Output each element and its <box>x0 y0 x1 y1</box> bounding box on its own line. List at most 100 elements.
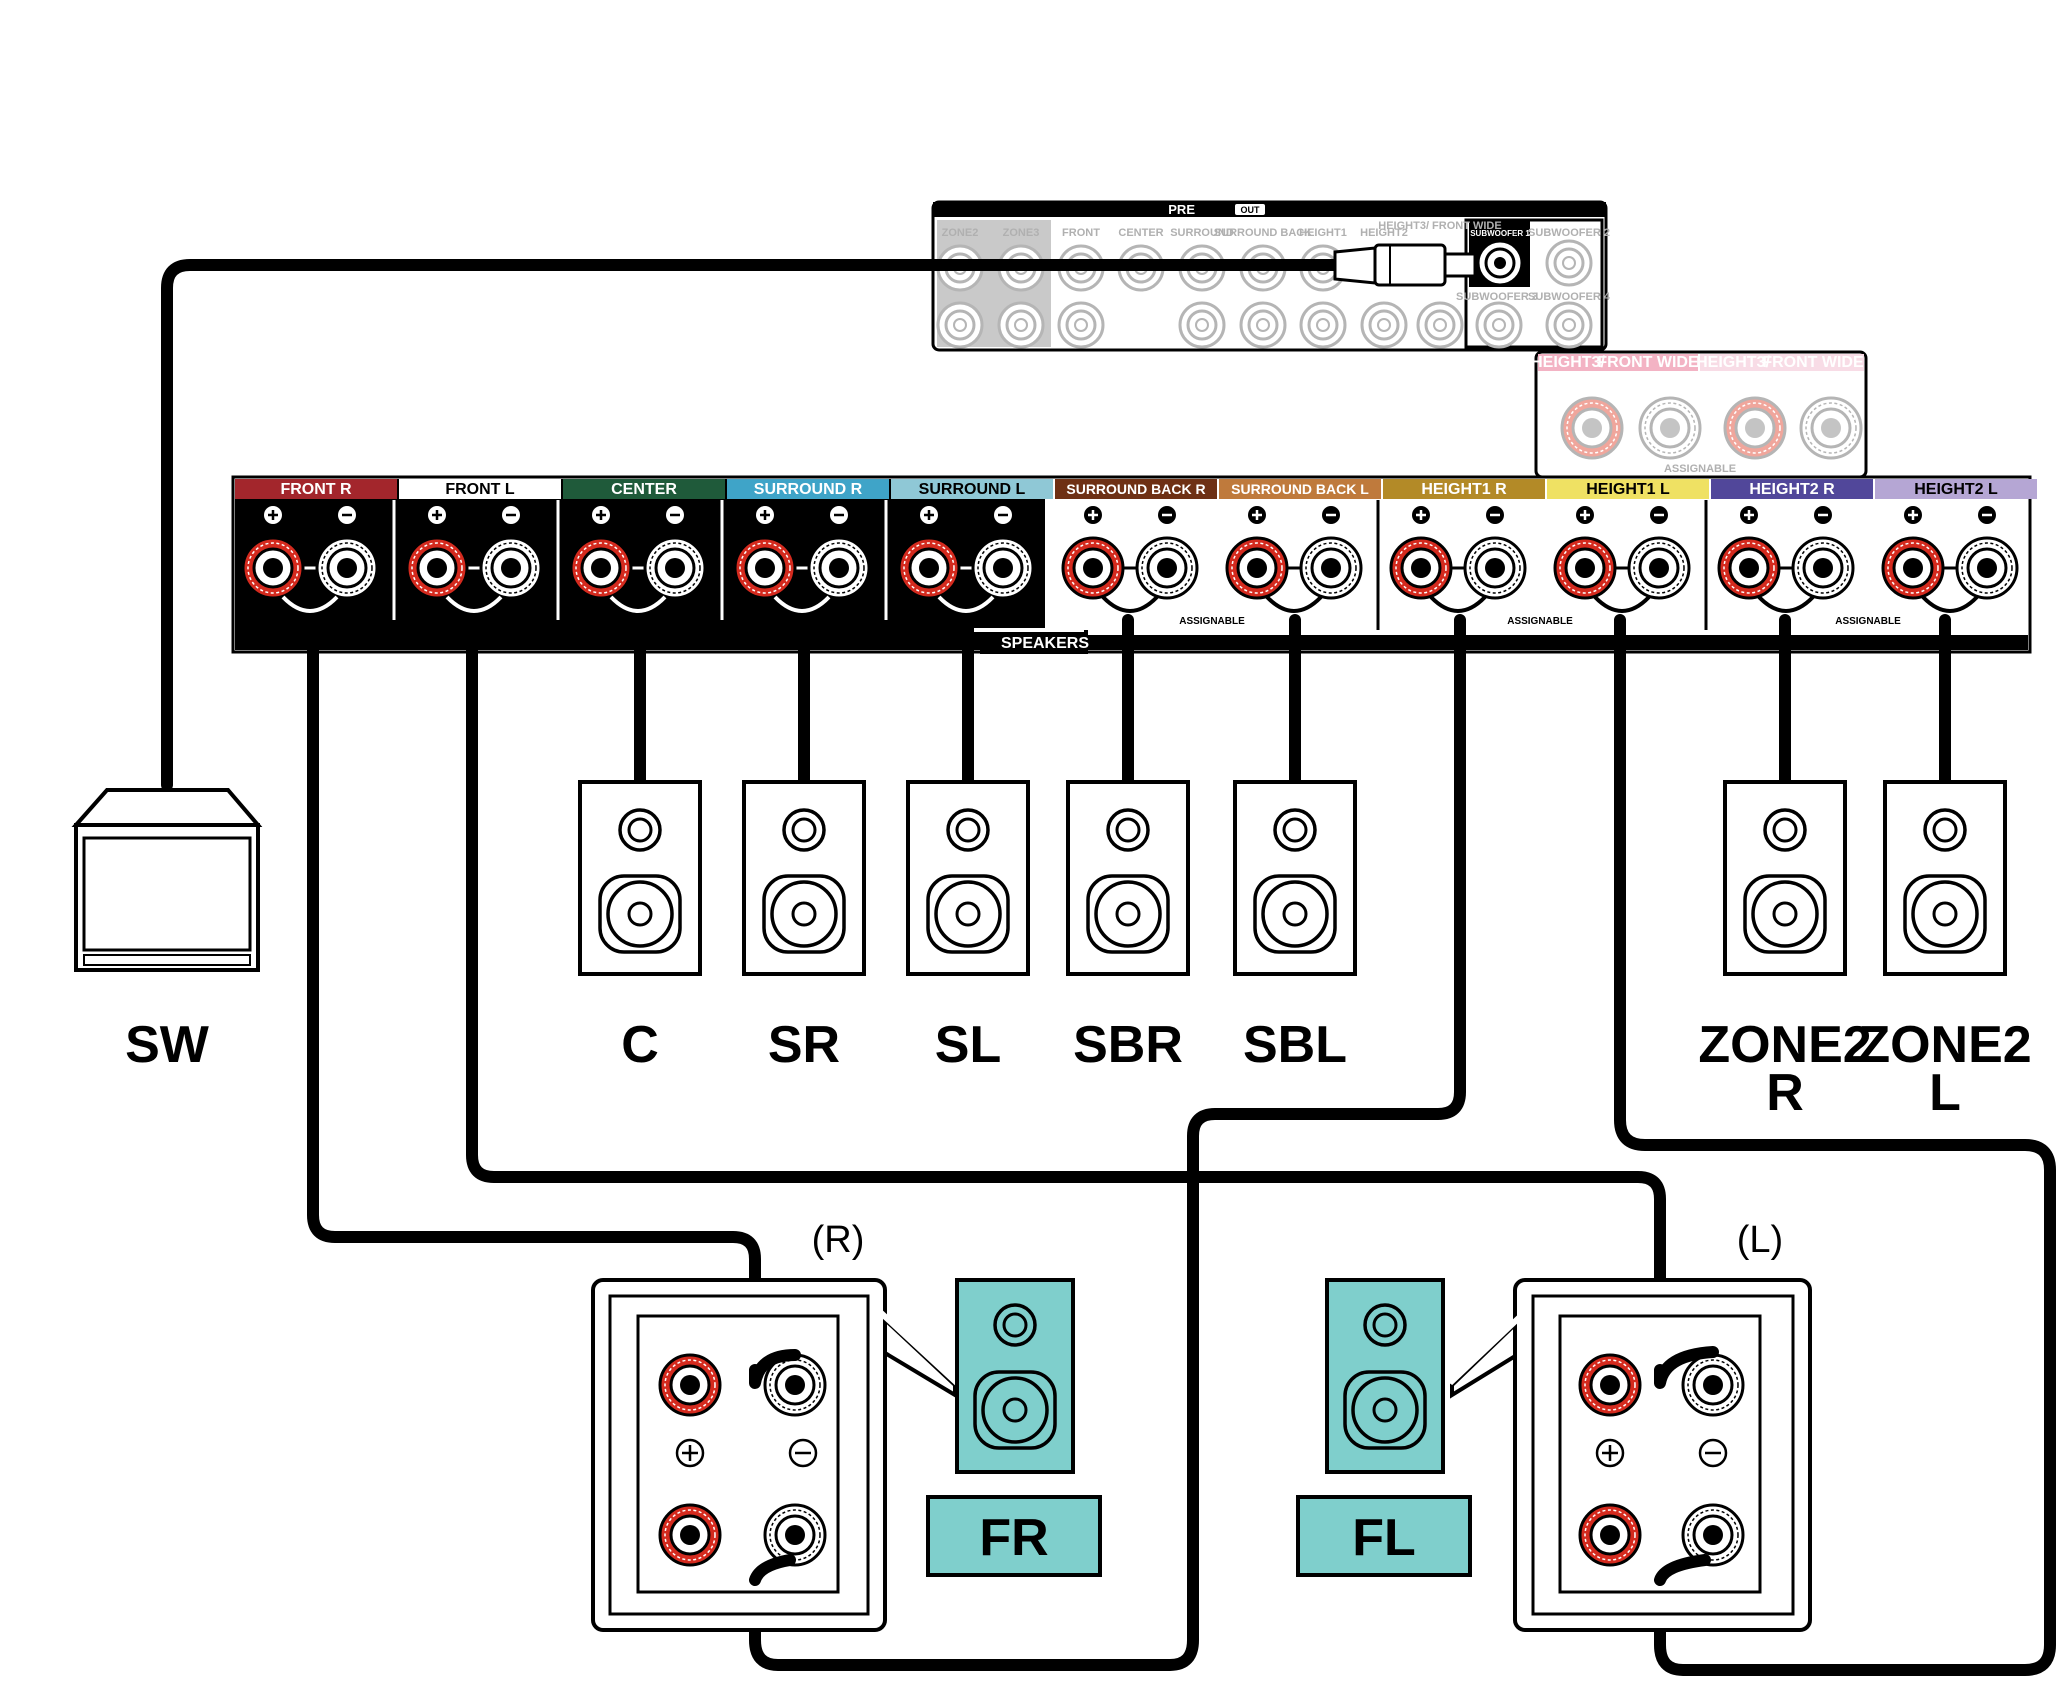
pre-label-sub4: SUBWOOFER 4 <box>1528 291 1611 303</box>
terminal-plus-1[interactable] <box>405 536 469 600</box>
terminal-plus-9[interactable] <box>1717 536 1781 600</box>
channel-header-8 <box>1547 479 1709 499</box>
h3-terminal-plus-r[interactable] <box>1560 396 1624 460</box>
fr-terminal-detail: (R) <box>591 1219 960 1632</box>
pre-jack-height3-bottom[interactable] <box>1416 301 1464 349</box>
speaker-sr <box>742 780 866 976</box>
pre-jack-sback-bottom[interactable] <box>1239 301 1287 349</box>
assignable-label-1: ASSIGNABLE <box>1179 616 1245 627</box>
terminal-minus-10[interactable] <box>1955 536 2019 600</box>
pre-label-front: FRONT <box>1062 227 1100 239</box>
fr-terminal-minus-bottom[interactable] <box>763 1503 827 1567</box>
channel-label-1: FRONT L <box>445 481 515 498</box>
terminal-minus-1[interactable] <box>479 536 543 600</box>
terminal-plus-3[interactable] <box>733 536 797 600</box>
pre-jack-zone2-bottom[interactable] <box>936 301 984 349</box>
h3-terminal-minus-r[interactable] <box>1638 396 1702 460</box>
assignable-label-2: ASSIGNABLE <box>1507 616 1573 627</box>
pre-label-surround: SURROUND <box>1170 227 1234 239</box>
pre-jack-zone3-bottom[interactable] <box>997 301 1045 349</box>
fl-terminal-minus-top[interactable] <box>1681 1353 1745 1417</box>
channel-label-0: FRONT R <box>280 481 352 498</box>
h3-terminal-minus-l[interactable] <box>1799 396 1863 460</box>
pre-jack-height1-bottom[interactable] <box>1299 301 1347 349</box>
terminal-minus-8[interactable] <box>1627 536 1691 600</box>
terminal-plus-2[interactable] <box>569 536 633 600</box>
terminal-plus-7[interactable] <box>1389 536 1453 600</box>
pre-jack-sub1[interactable] <box>1476 239 1524 287</box>
pre-jack-sub4[interactable] <box>1545 301 1593 349</box>
pre-out-panel: PRE OUT ZONE2 ZONE3 FRONT CENTER SURROUN… <box>931 200 1611 352</box>
pre-label-center: CENTER <box>1118 227 1163 239</box>
terminal-plus-5[interactable] <box>1061 536 1125 600</box>
h3-assignable: ASSIGNABLE <box>1664 463 1736 475</box>
speaker-fl <box>1325 1278 1445 1474</box>
terminal-minus-9[interactable] <box>1791 536 1855 600</box>
pre-jack-height2-bottom[interactable] <box>1360 301 1408 349</box>
channel-header-4 <box>891 479 1053 499</box>
rca-plug-icon <box>1333 243 1477 287</box>
channel-header-2 <box>563 479 725 499</box>
wires <box>161 259 2056 1676</box>
plus-icon <box>675 1438 705 1468</box>
speaker-c <box>578 780 702 976</box>
fl-terminal-plus-bottom[interactable] <box>1578 1503 1642 1567</box>
channel-label-7: HEIGHT1 R <box>1421 481 1507 498</box>
terminal-plus-4[interactable] <box>897 536 961 600</box>
speaker-zone2-r <box>1723 780 1847 976</box>
front-l-plus-wire <box>466 614 1666 1376</box>
pre-label-height3: HEIGHT3/ FRONT WIDE <box>1378 220 1501 232</box>
pre-label-sub2: SUBWOOFER 2 <box>1528 227 1610 239</box>
height1-r-wire <box>749 614 1466 1671</box>
channel-label-3: SURROUND R <box>754 481 863 498</box>
speaker-sbr <box>1066 780 1190 976</box>
fr-terminal-plus-bottom[interactable] <box>658 1503 722 1567</box>
channel-label-8: HEIGHT1 L <box>1586 481 1670 498</box>
channel-label-5: SURROUND BACK R <box>1066 481 1205 497</box>
terminal-minus-6[interactable] <box>1299 536 1363 600</box>
terminal-plus-6[interactable] <box>1225 536 1289 600</box>
terminal-plus-0[interactable] <box>241 536 305 600</box>
h3-terminal-plus-l[interactable] <box>1723 396 1787 460</box>
h3-label-2: FRONT WIDE <box>1597 354 1699 371</box>
pre-jack-sub3[interactable] <box>1475 301 1523 349</box>
terminal-minus-4[interactable] <box>971 536 1035 600</box>
channel-header-1 <box>399 479 561 499</box>
channel-header-9 <box>1711 479 1873 499</box>
channel-label-6: SURROUND BACK L <box>1231 481 1369 497</box>
label-sr: SR <box>768 1016 840 1074</box>
subwoofer-icon <box>71 788 263 972</box>
channel-header-7 <box>1383 479 1545 499</box>
label-fl: FL <box>1352 1509 1416 1567</box>
label-sl: SL <box>935 1016 1001 1074</box>
label-sbl: SBL <box>1243 1016 1347 1074</box>
pre-jack-sub2[interactable] <box>1545 239 1593 287</box>
channel-label-10: HEIGHT2 L <box>1914 481 1998 498</box>
speaker-sl <box>906 780 1030 976</box>
front-r-plus-wire <box>307 614 761 1376</box>
label-zone2r-1: ZONE2 <box>1698 1016 1871 1074</box>
pre-label-zone2: ZONE2 <box>942 227 979 239</box>
pre-jack-front-bottom[interactable] <box>1057 301 1105 349</box>
minus-icon <box>788 1438 818 1468</box>
speaker-fr <box>955 1278 1075 1474</box>
terminal-plus-10[interactable] <box>1881 536 1945 600</box>
fl-terminal-plus-top[interactable] <box>1578 1353 1642 1417</box>
pre-title: PRE <box>1168 202 1195 217</box>
label-c: C <box>621 1016 659 1074</box>
pre-jack-surround-bottom[interactable] <box>1178 301 1226 349</box>
label-fr: FR <box>979 1509 1048 1567</box>
pre-label-height1: HEIGHT1 <box>1299 227 1347 239</box>
label-l-side: (L) <box>1737 1219 1783 1261</box>
terminal-minus-5[interactable] <box>1135 536 1199 600</box>
pre-label-surround-back: SURROUND BACK <box>1214 227 1312 239</box>
fr-terminal-plus-top[interactable] <box>658 1353 722 1417</box>
h3-label-1: HEIGHT3/ <box>1531 354 1605 371</box>
terminal-minus-0[interactable] <box>315 536 379 600</box>
terminal-minus-7[interactable] <box>1463 536 1527 600</box>
terminal-minus-3[interactable] <box>807 536 871 600</box>
terminal-minus-2[interactable] <box>643 536 707 600</box>
terminal-plus-8[interactable] <box>1553 536 1617 600</box>
